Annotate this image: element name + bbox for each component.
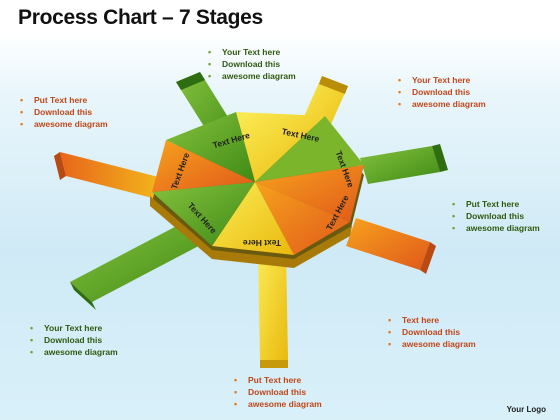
wedge-lower-left xyxy=(152,182,255,246)
hub-side xyxy=(150,196,352,268)
stage-4-text: Text here Download this awesome diagram xyxy=(386,314,476,350)
wedge-left xyxy=(152,140,255,192)
list-item: Text here xyxy=(386,314,476,326)
stage-3-text: Put Text here Download this awesome diag… xyxy=(450,198,540,234)
arm-right xyxy=(360,144,448,184)
list-item: awesome diagram xyxy=(28,346,118,358)
wedge-label: Text Here xyxy=(243,238,281,248)
wedge-lower-right xyxy=(255,182,350,255)
list-item: awesome diagram xyxy=(386,338,476,350)
stage-1-text: Your Text here Download this awesome dia… xyxy=(206,46,296,82)
list-item: awesome diagram xyxy=(450,222,540,234)
hub-wedges xyxy=(152,112,364,255)
stage-7-text: Put Text here Download this awesome diag… xyxy=(18,94,108,130)
arm-lower-left xyxy=(70,220,210,310)
list-item: awesome diagram xyxy=(18,118,108,130)
list-item: Your Text here xyxy=(28,322,118,334)
wedge-top-left xyxy=(166,112,255,182)
list-item: Download this xyxy=(386,326,476,338)
list-item: Download this xyxy=(450,210,540,222)
list-item: Download this xyxy=(206,58,296,70)
arm-bottom xyxy=(258,248,288,368)
list-item: Download this xyxy=(28,334,118,346)
list-item: Put Text here xyxy=(18,94,108,106)
list-item: Put Text here xyxy=(232,374,322,386)
wedge-top xyxy=(236,112,325,182)
stage-6-text: Your Text here Download this awesome dia… xyxy=(28,322,118,358)
list-item: Your Text here xyxy=(396,74,486,86)
list-item: awesome diagram xyxy=(232,398,322,410)
arm-left xyxy=(54,152,176,204)
wedge-top-right xyxy=(255,116,364,182)
wedge-right xyxy=(255,165,364,222)
stage-2-text: Your Text here Download this awesome dia… xyxy=(396,74,486,110)
list-item: Your Text here xyxy=(206,46,296,58)
arm-lower-right xyxy=(346,218,436,274)
stage-5-text: Put Text here Download this awesome diag… xyxy=(232,374,322,410)
logo-text: Your Logo xyxy=(506,405,546,414)
list-item: Download this xyxy=(232,386,322,398)
page-title: Process Chart – 7 Stages xyxy=(18,6,263,29)
wedge-bottom xyxy=(212,182,294,255)
list-item: Download this xyxy=(18,106,108,118)
list-item: awesome diagram xyxy=(396,98,486,110)
list-item: Download this xyxy=(396,86,486,98)
list-item: awesome diagram xyxy=(206,70,296,82)
list-item: Put Text here xyxy=(450,198,540,210)
